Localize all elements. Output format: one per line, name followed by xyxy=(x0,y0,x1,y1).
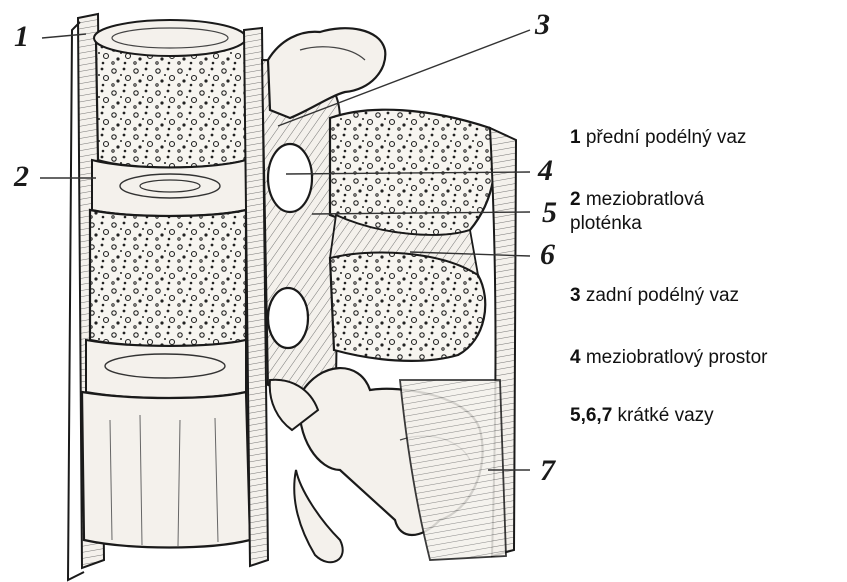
legend-item-5-number: 5,6,7 xyxy=(570,405,612,426)
legend-item-1: 1 přední podélný vaz xyxy=(570,126,746,150)
legend-item-1-number: 1 xyxy=(570,127,581,148)
intervertebral-disc-lower xyxy=(86,340,246,398)
intervertebral-foramen-lower xyxy=(268,288,308,348)
callout-6: 6 xyxy=(540,240,555,270)
legend-item-4: 4 meziobratlový prostor xyxy=(570,346,767,370)
legend-item-3-text: zadní podélný vaz xyxy=(586,285,739,306)
legend-item-2-number: 2 xyxy=(570,189,581,210)
legend-item-3-number: 3 xyxy=(570,285,581,306)
legend-item-2: 2 meziobratlová ploténka xyxy=(570,188,704,236)
spinous-process-lower xyxy=(330,252,485,361)
vertebral-column-illustration xyxy=(0,0,560,582)
callout-1: 1 xyxy=(14,22,29,52)
vertebral-body-middle xyxy=(90,210,246,346)
legend-item-2-text-line2: ploténka xyxy=(570,213,642,234)
intervertebral-disc-upper xyxy=(92,160,246,216)
intervertebral-foramen-upper xyxy=(268,144,312,212)
legend-item-2-text-line1: meziobratlová xyxy=(586,189,704,210)
vertebral-body-lower xyxy=(82,392,250,548)
callout-5: 5 xyxy=(542,198,557,228)
legend-item-4-text: meziobratlový prostor xyxy=(586,347,768,368)
legend-item-1-text: přední podélný vaz xyxy=(586,127,747,148)
callout-3: 3 xyxy=(535,10,550,40)
legend-item-5: 5,6,7 krátké vazy xyxy=(570,404,714,428)
legend-item-5-text: krátké vazy xyxy=(618,405,714,426)
legend-item-4-number: 4 xyxy=(570,347,581,368)
callout-2: 2 xyxy=(14,162,29,192)
callout-7: 7 xyxy=(540,456,555,486)
callout-4: 4 xyxy=(538,156,553,186)
legend-item-3: 3 zadní podélný vaz xyxy=(570,284,739,308)
